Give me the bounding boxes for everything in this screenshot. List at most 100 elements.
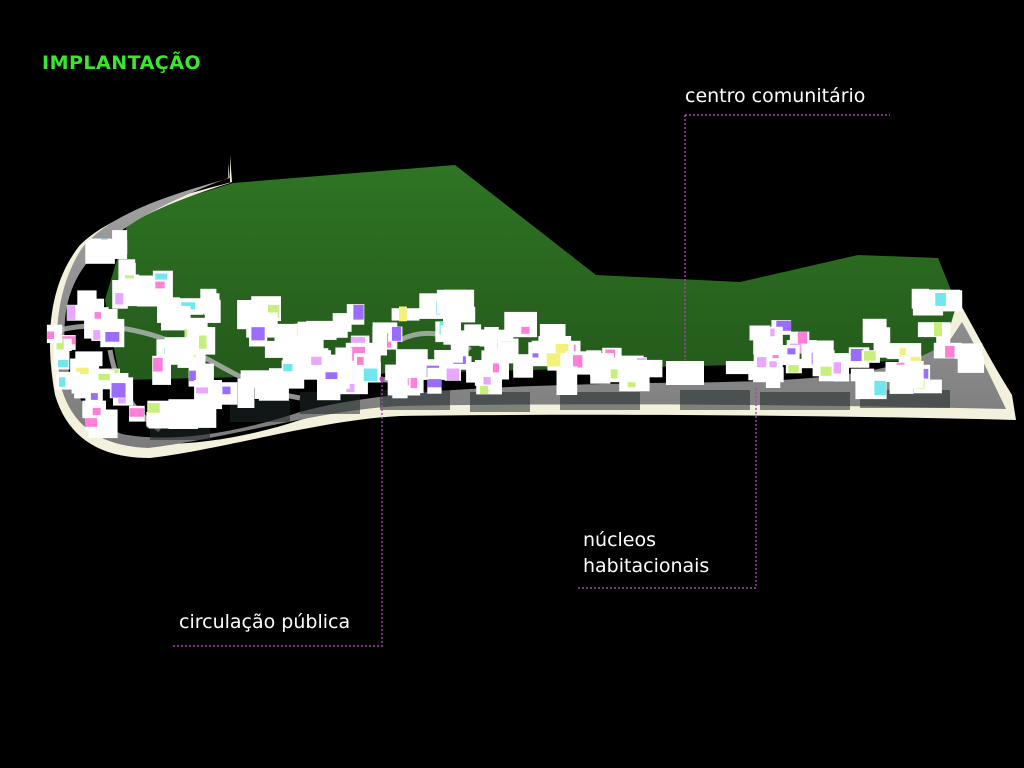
house-block — [175, 337, 193, 355]
house-accent — [129, 408, 145, 417]
house-accent — [76, 367, 89, 375]
house-accent — [148, 403, 160, 413]
community-center-building — [666, 361, 704, 385]
house-block — [282, 347, 305, 364]
house-block — [385, 364, 406, 381]
house-accent — [154, 273, 168, 280]
house-block — [434, 350, 463, 363]
house-block — [869, 327, 891, 343]
house-accent — [251, 327, 265, 341]
house-accent — [311, 356, 322, 365]
house-accent — [353, 304, 364, 320]
house-accent — [769, 361, 777, 370]
house-block — [372, 326, 387, 356]
house-block — [749, 325, 771, 341]
house-accent — [427, 379, 442, 388]
house-accent — [105, 332, 120, 342]
house-accent — [399, 306, 407, 322]
house-block — [539, 324, 566, 339]
housing-clusters — [46, 230, 985, 439]
house-accent — [776, 320, 791, 331]
house-accent — [199, 335, 207, 349]
house-accent — [268, 304, 280, 318]
house-accent — [363, 366, 378, 381]
house-accent — [357, 356, 364, 365]
house-accent — [864, 351, 876, 361]
house-accent — [115, 293, 124, 305]
house-accent — [899, 348, 906, 357]
house-block — [753, 367, 784, 383]
house-accent — [797, 331, 808, 344]
house-accent — [573, 355, 583, 368]
public-road — [56, 163, 1006, 448]
house-block — [833, 353, 849, 382]
house-accent — [58, 360, 69, 368]
house-accent — [546, 353, 561, 367]
house-accent — [153, 357, 163, 372]
house-accent — [189, 370, 196, 382]
leader-nucleos — [578, 388, 757, 589]
house-accent — [283, 362, 293, 372]
house-accent — [118, 394, 126, 404]
house-block — [112, 230, 128, 259]
label-nucleos-habitacionais: núcleos habitacionais — [583, 527, 709, 579]
house-block — [911, 288, 929, 309]
house-block — [556, 366, 578, 395]
house-block — [306, 320, 337, 339]
house-accent — [787, 348, 796, 355]
house-block — [75, 351, 103, 367]
house-accent — [222, 386, 231, 395]
house-block — [258, 375, 289, 401]
leader-circulacao — [173, 380, 383, 647]
house-block — [439, 300, 465, 319]
house-block — [479, 329, 498, 347]
house-accent — [181, 302, 196, 310]
house-accent — [85, 415, 98, 427]
leader-dot-circulacao — [379, 376, 385, 382]
house-accent — [93, 330, 104, 340]
house-accent — [874, 380, 886, 396]
house-accent — [945, 345, 955, 358]
leader-lines — [173, 114, 890, 647]
house-block — [500, 342, 519, 357]
house-block — [889, 364, 914, 394]
house-accent — [833, 362, 841, 374]
page-title: IMPLANTAÇÃO — [42, 52, 202, 74]
label-circulacao-publica: circulação pública — [179, 611, 351, 633]
house-block — [237, 378, 255, 408]
house-accent — [410, 377, 418, 389]
house-accent — [483, 377, 491, 385]
house-block — [626, 360, 649, 383]
house-accent — [98, 373, 113, 381]
house-accent — [150, 281, 165, 289]
house-accent — [111, 383, 126, 398]
house-block — [168, 399, 199, 429]
house-block — [118, 259, 136, 276]
leader-centro — [684, 114, 890, 360]
house-block — [333, 322, 348, 338]
house-accent — [933, 322, 942, 337]
house-block — [77, 290, 97, 307]
house-block — [138, 275, 156, 294]
house-accent — [196, 387, 209, 394]
house-block — [957, 355, 985, 373]
house-accent — [94, 312, 102, 319]
house-accent — [521, 326, 530, 334]
house-accent — [935, 293, 946, 306]
house-block — [954, 343, 983, 359]
house-accent — [90, 393, 98, 400]
house-block — [157, 297, 181, 323]
house-accent — [820, 366, 832, 376]
house-accent — [757, 357, 767, 368]
house-accent — [446, 368, 460, 381]
house-accent — [392, 326, 402, 341]
house-accent — [610, 369, 618, 379]
house-accent — [46, 331, 55, 339]
house-accent — [92, 403, 101, 415]
label-nucleos-line1: núcleos — [583, 529, 657, 551]
house-block — [780, 345, 800, 366]
house-accent — [66, 305, 76, 320]
house-accent — [56, 339, 64, 350]
house-accent — [480, 382, 489, 395]
